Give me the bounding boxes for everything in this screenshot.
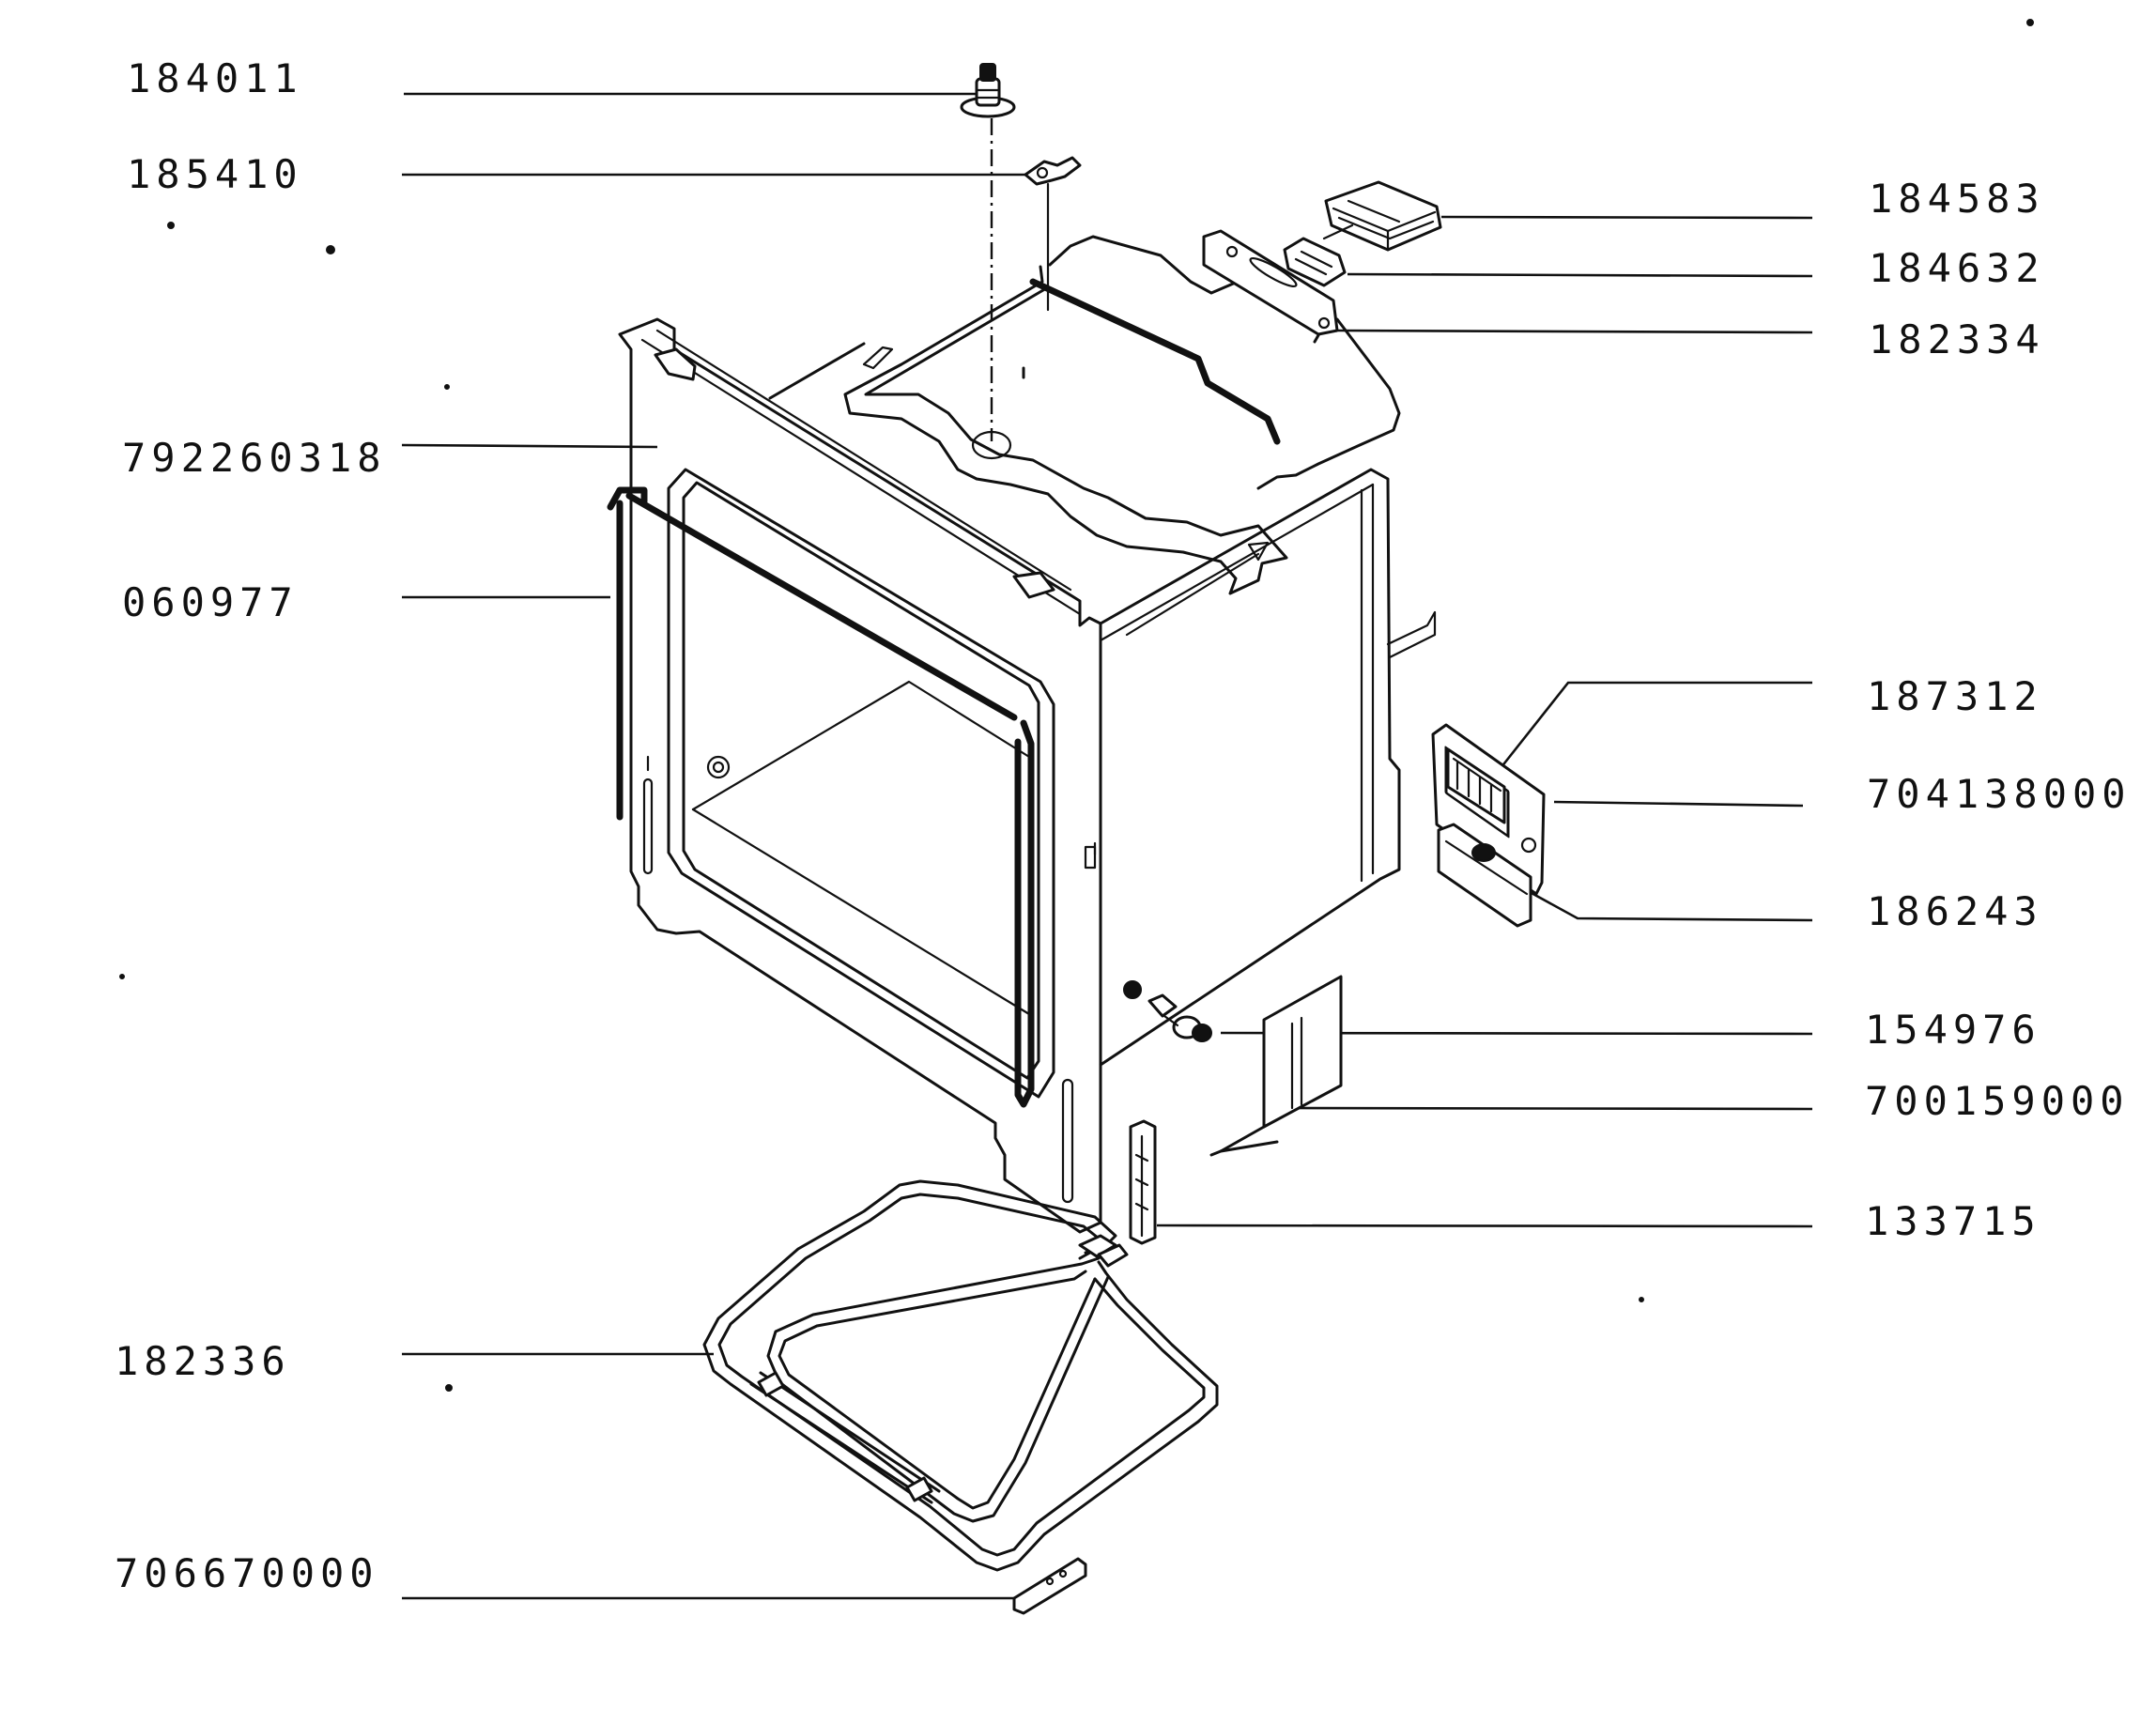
label-184011: 184011	[127, 55, 303, 101]
leader-182334	[1337, 329, 1813, 334]
label-060977: 060977	[122, 579, 299, 625]
leader-186243	[1520, 885, 1813, 922]
label-154976: 154976	[1865, 1007, 2041, 1053]
label-182336: 182336	[115, 1338, 291, 1384]
leader-704138000	[1553, 800, 1804, 808]
label-184583: 184583	[1869, 176, 2045, 222]
leader-184583	[1440, 215, 1813, 220]
clip-186243	[1437, 823, 1532, 928]
label-184632: 184632	[1869, 245, 2045, 291]
mounting-plate-bracket	[1202, 229, 1339, 336]
leader-700159000	[1287, 1106, 1813, 1111]
bottom-heating-element-182336	[702, 1179, 1219, 1572]
leader-lines	[401, 92, 1813, 1600]
oven-cavity-792260318	[607, 317, 1437, 1234]
scan-specks	[119, 19, 2034, 1392]
label-187312: 187312	[1867, 673, 2043, 719]
label-182334: 182334	[1869, 316, 2045, 362]
sensor-154976	[1123, 980, 1212, 1042]
label-704138000: 704138000	[1867, 771, 2132, 817]
leader-792260318	[401, 443, 658, 449]
label-185410: 185410	[127, 151, 303, 197]
label-133715: 133715	[1865, 1198, 2041, 1244]
leader-187312	[1499, 681, 1812, 769]
clip-706670000	[1012, 1557, 1087, 1615]
terminal-block-184583	[1324, 180, 1442, 252]
leader-133715	[1156, 1224, 1813, 1228]
lamp-socket-184011	[960, 63, 1016, 118]
support-bar-133715	[1129, 1119, 1157, 1245]
label-186243: 186243	[1867, 888, 2043, 934]
connector-184632	[1283, 223, 1354, 287]
label-706670000: 706670000	[115, 1550, 379, 1596]
terminal-strip-187312	[1446, 747, 1506, 824]
heat-shield-700159000	[1209, 975, 1343, 1157]
label-700159000: 700159000	[1865, 1078, 2130, 1124]
label-792260318: 792260318	[122, 435, 387, 481]
leader-184632	[1347, 272, 1813, 278]
